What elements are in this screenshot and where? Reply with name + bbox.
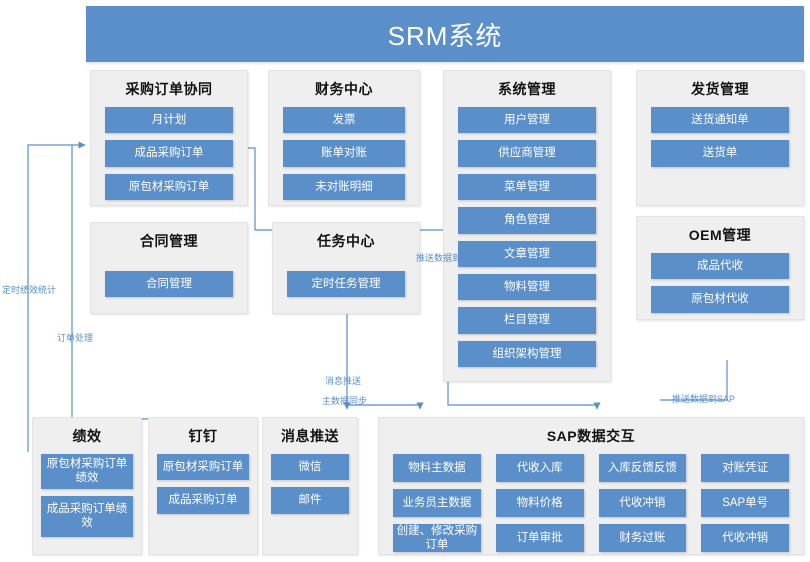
chip-raw-packaging-collection[interactable]: 原包材代收: [651, 286, 789, 313]
panel-title: 系统管理: [498, 81, 556, 97]
panel-items: 送货通知单 送货单: [637, 107, 803, 184]
panel-items: 定时任务管理: [273, 259, 419, 314]
chip-monthly-plan[interactable]: 月计划: [105, 107, 233, 134]
panel-task-center: 任务中心 定时任务管理: [272, 222, 420, 314]
panel-title: 任务中心: [317, 233, 375, 249]
chip-org-structure-management[interactable]: 组织架构管理: [458, 340, 596, 367]
chip-delivery-order[interactable]: 送货单: [651, 140, 789, 167]
panel-finance-center: 财务中心 发票 账单对账 未对账明细: [268, 70, 420, 206]
chip-raw-packaging-po[interactable]: 原包材采购订单: [105, 173, 233, 201]
chip-article-management[interactable]: 文章管理: [458, 240, 596, 267]
panel-delivery-management: 发货管理 送货通知单 送货单: [636, 70, 804, 206]
chip-bill-reconciliation[interactable]: 账单对账: [283, 140, 405, 167]
panel-items: 原包材采购订单绩效 成品采购订单绩效: [33, 454, 141, 554]
chip-role-management[interactable]: 角色管理: [458, 207, 596, 234]
panel-title: OEM管理: [688, 227, 752, 243]
chip-salesperson-master-data[interactable]: 业务员主数据: [393, 489, 481, 517]
chip-reconciliation-voucher[interactable]: 对账凭证: [701, 454, 789, 482]
chip-delivery-notice[interactable]: 送货通知单: [651, 107, 789, 134]
chip-create-modify-po[interactable]: 创建、修改采购订单: [393, 524, 481, 552]
chip-collection-inbound[interactable]: 代收入库: [495, 454, 584, 482]
panel-items: 原包材采购订单 成品采购订单: [149, 454, 257, 531]
panel-oem-management: OEM管理 成品代收 原包材代收: [636, 216, 804, 320]
chip-finished-goods-po-performance[interactable]: 成品采购订单绩效: [41, 495, 133, 537]
page-title: SRM系统: [387, 20, 503, 51]
panel-title: 钉钉: [188, 428, 218, 444]
chip-unreconciled-detail[interactable]: 未对账明细: [283, 173, 405, 201]
panel-title: SAP数据交互: [546, 428, 636, 444]
chip-email[interactable]: 邮件: [271, 487, 349, 514]
label-scheduled-performance-stats: 定时绩效统计: [2, 285, 57, 295]
chip-collection-writeoff[interactable]: 代收冲销: [598, 489, 687, 517]
chip-wechat[interactable]: 微信: [271, 454, 349, 481]
chip-contract-management[interactable]: 合同管理: [105, 271, 233, 298]
label-message-push: 消息推送: [325, 376, 362, 386]
chip-inbound-feedback[interactable]: 入库反馈反馈: [598, 454, 687, 482]
panel-items: 物料主数据 代收入库 入库反馈反馈 对账凭证 业务员主数据 物料价格 代收冲销 …: [379, 454, 803, 562]
chip-raw-packaging-po-performance[interactable]: 原包材采购订单绩效: [41, 454, 133, 489]
panel-sap-data-exchange: SAP数据交互 物料主数据 代收入库 入库反馈反馈 对账凭证 业务员主数据 物料…: [378, 417, 804, 555]
chip-finished-goods-collection[interactable]: 成品代收: [651, 253, 789, 280]
chip-column-management[interactable]: 栏目管理: [458, 307, 596, 334]
panel-title: 采购订单协同: [125, 81, 213, 97]
label-order-processing: 订单处理: [57, 333, 94, 343]
chip-user-management[interactable]: 用户管理: [458, 107, 596, 134]
chip-menu-management[interactable]: 菜单管理: [458, 173, 596, 201]
panel-title: 发货管理: [691, 81, 749, 97]
panel-title: 绩效: [72, 428, 102, 444]
chip-order-approval[interactable]: 订单审批: [495, 524, 584, 552]
panel-purchase-order-collab: 采购订单协同 月计划 成品采购订单 原包材采购订单: [90, 70, 248, 206]
chip-material-master-data[interactable]: 物料主数据: [393, 454, 481, 482]
chip-finance-posting[interactable]: 财务过账: [598, 524, 687, 552]
chip-sap-doc-number[interactable]: SAP单号: [701, 489, 789, 517]
chip-finished-goods-po[interactable]: 成品采购订单: [105, 140, 233, 167]
panel-system-management: 系统管理 用户管理 供应商管理 菜单管理 角色管理 文章管理 物料管理 栏目管理…: [443, 70, 611, 382]
chip-material-price[interactable]: 物料价格: [495, 489, 584, 517]
label-push-data-to-sap-mid: 推送数据到SAP: [416, 253, 480, 263]
panel-items: 合同管理: [91, 259, 247, 314]
chip-invoice[interactable]: 发票: [283, 107, 405, 134]
panel-items: 微信 邮件: [263, 454, 357, 531]
app-title-banner: SRM系统: [86, 6, 804, 62]
chip-dd-raw-packaging-po[interactable]: 原包材采购订单: [157, 454, 249, 481]
panel-performance: 绩效 原包材采购订单绩效 成品采购订单绩效: [32, 417, 142, 555]
panel-title: 合同管理: [140, 233, 198, 249]
chip-material-management[interactable]: 物料管理: [458, 273, 596, 301]
panel-items: 成品代收 原包材代收: [637, 253, 803, 330]
chip-collection-writeoff-2[interactable]: 代收冲销: [701, 524, 789, 552]
chip-dd-finished-goods-po[interactable]: 成品采购订单: [157, 487, 249, 514]
label-master-data-sync: 主数据同步: [322, 396, 368, 406]
panel-contract-management: 合同管理 合同管理: [90, 222, 248, 314]
panel-title: 消息推送: [281, 428, 339, 444]
panel-message-push: 消息推送 微信 邮件: [262, 417, 358, 555]
chip-supplier-management[interactable]: 供应商管理: [458, 140, 596, 167]
panel-title: 财务中心: [315, 81, 373, 97]
panel-dingding: 钉钉 原包材采购订单 成品采购订单: [148, 417, 258, 555]
panel-items: 月计划 成品采购订单 原包材采购订单: [91, 107, 247, 217]
chip-scheduled-task-management[interactable]: 定时任务管理: [287, 271, 405, 298]
panel-items: 发票 账单对账 未对账明细: [269, 107, 419, 217]
panel-items: 用户管理 供应商管理 菜单管理 角色管理 文章管理 物料管理 栏目管理 组织架构…: [444, 107, 610, 384]
label-push-data-to-sap-right: 推送数据到SAP: [672, 394, 736, 404]
